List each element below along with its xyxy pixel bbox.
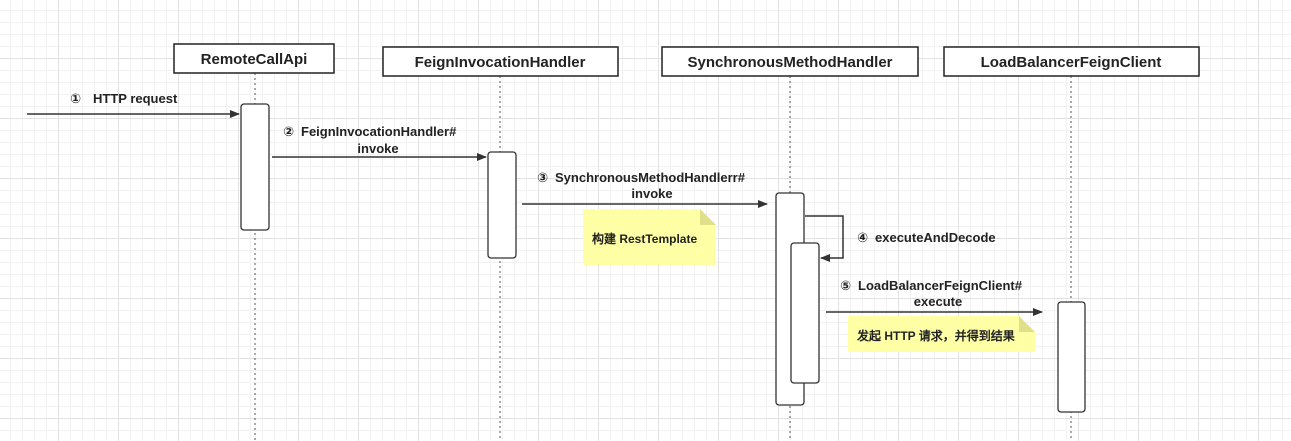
message-1: ① HTTP request: [27, 91, 240, 118]
message-4: ④ executeAndDecode: [805, 215, 996, 262]
message-2: ② FeignInvocationHandler# invoke: [272, 124, 487, 161]
message-3-num: ③: [537, 170, 548, 185]
note-http-request-result: 发起 HTTP 请求，并得到结果: [848, 316, 1035, 352]
participant-label: RemoteCallApi: [201, 51, 308, 68]
participant-loadbalancerfeignclient[interactable]: LoadBalancerFeignClient: [943, 46, 1200, 77]
message-5-num: ⑤: [840, 278, 851, 293]
note-build-resttemplate: 构建 RestTemplate: [583, 209, 716, 265]
message-2-label-line2: invoke: [357, 141, 398, 156]
activation-loadbalancerfeignclient: [1057, 301, 1086, 413]
note-2-fold: [1019, 316, 1035, 332]
message-1-label: HTTP request: [93, 91, 178, 106]
participant-label: FeignInvocationHandler: [415, 54, 586, 71]
message-4-arrow: [805, 215, 844, 262]
note-1-fold: [700, 209, 716, 225]
message-5-label-line2: execute: [914, 294, 962, 309]
message-5: ⑤ LoadBalancerFeignClient# execute: [826, 278, 1043, 316]
activation-feigninvocationhandler: [487, 151, 517, 259]
participant-label: LoadBalancerFeignClient: [981, 54, 1162, 71]
note-1-body: [583, 209, 716, 265]
message-2-num: ②: [283, 124, 294, 139]
participant-feigninvocationhandler[interactable]: FeignInvocationHandler: [382, 46, 619, 77]
note-2-body: [848, 316, 1035, 352]
message-4-label: executeAndDecode: [875, 230, 996, 245]
message-3-label-line2: invoke: [631, 186, 672, 201]
participant-remotecallapi[interactable]: RemoteCallApi: [173, 43, 335, 74]
message-4-num: ④: [857, 230, 868, 245]
participant-label: SynchronousMethodHandler: [687, 54, 892, 71]
note-1-text: 构建 RestTemplate: [592, 231, 697, 246]
message-3: ③ SynchronousMethodHandlerr# invoke: [522, 170, 768, 208]
activation-nested-synchronousmethodhandler: [790, 242, 820, 384]
participant-synchronousmethodhandler[interactable]: SynchronousMethodHandler: [661, 46, 919, 77]
message-5-label-line1: LoadBalancerFeignClient#: [858, 278, 1023, 293]
message-1-num: ①: [70, 91, 81, 106]
note-2-text: 发起 HTTP 请求，并得到结果: [856, 328, 1015, 343]
activation-remotecallapi: [240, 103, 270, 231]
message-2-label-line1: FeignInvocationHandler#: [301, 124, 457, 139]
message-3-label-line1: SynchronousMethodHandlerr#: [555, 170, 746, 185]
